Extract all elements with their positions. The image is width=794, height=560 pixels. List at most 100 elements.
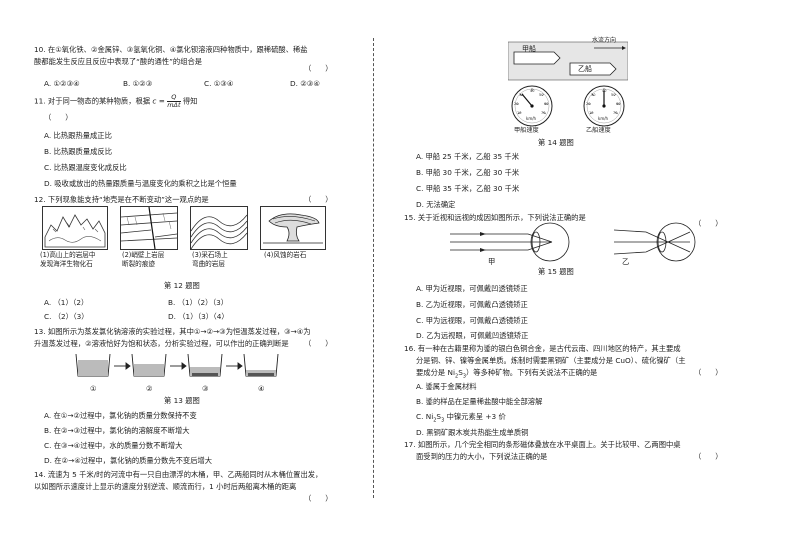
q14-gauge-b-tick-40: 40 — [602, 89, 607, 93]
q10-option-c: C. ①③④ — [204, 79, 234, 88]
q14-gauge-a-tick-20: 20 — [514, 102, 519, 106]
q17-answer-paren: （ ） — [694, 452, 723, 461]
q14-flow-direction-label: 水流方向 — [592, 37, 617, 44]
q17-line2: 面受到的压力的大小，下列说法正确的是 — [416, 452, 548, 461]
q14-gauge-a-tick-50: 50 — [539, 93, 544, 97]
q15-figure-caption: 第 15 题图 — [538, 267, 574, 276]
q15-option-b: B. 乙为近视眼，可佩戴凸透镜矫正 — [416, 300, 528, 309]
q15-eye-a-label: 甲 — [488, 257, 496, 266]
q15-option-c: C. 甲为远视眼，可佩戴凸透镜矫正 — [416, 316, 528, 325]
q11-option-a: A. 比热跟热量成正比 — [44, 131, 112, 140]
q13-option-b: B. 在②→③过程中，氯化钠的溶解度不断增大 — [44, 426, 190, 435]
q16-option-a: A. 鋈属于金属材料 — [416, 382, 477, 391]
q11-formula-lhs: c = — [152, 96, 165, 106]
q14-answer-paren: （ ） — [304, 494, 333, 503]
q14-gauge-b-tick-60: 60 — [616, 102, 621, 106]
q16-line3: 要成分是 Ni2S3）等多种矿物。下列有关说法不正确的是 — [416, 368, 598, 380]
q14-gauge-a-tick-30: 30 — [519, 93, 524, 97]
q14-gauge-a-unit: km/h — [526, 116, 537, 121]
q14-gauge-b-tick-10: 10 — [589, 111, 594, 115]
q13-option-c: C. 在③→④过程中，水的质量分数不断增大 — [44, 441, 183, 450]
q12-option-c: C. （2）（3） — [44, 312, 89, 321]
q11-line1: 11. 对于同一物态的某种物质，根据 c = Q mΔt 得知 — [34, 94, 197, 109]
q14-option-b: B. 甲船 30 千米，乙船 30 千米 — [416, 168, 520, 177]
q10-option-d: D. ②③④ — [290, 79, 320, 88]
q10-option-b: B. ①②③ — [123, 79, 153, 88]
q16-line2: 分是铜、锌、镍等金属单质。炼制时需要黑铜矿（主要成分是 CuO）、硫化镍矿（主 — [416, 356, 686, 365]
q10-option-a: A. ①②③④ — [44, 79, 80, 88]
q14-gauge-a-tick-70: 70 — [541, 111, 546, 115]
q11-text-b: 得知 — [182, 96, 198, 106]
q14-gauge-b-unit: km/h — [598, 116, 609, 121]
q15-eyes-figure — [450, 222, 696, 262]
q12-answer-paren: （ ） — [304, 195, 333, 204]
q12-option-a: A. （1）（2） — [44, 298, 89, 307]
q14-figure-caption: 第 14 题图 — [538, 138, 574, 147]
q13-line2: 升温蒸发过程，②溶液恰好为饱和状态，分析实验过程，可以作出的正确判断是 — [34, 339, 289, 348]
q13-option-d: D. 在②→④过程中，氯化钠的质量分数先不变后增大 — [44, 456, 213, 465]
q14-boat-a-label: 甲船 — [522, 45, 536, 53]
column-divider — [373, 38, 374, 498]
q15-option-d: D. 乙为远视眼，可佩戴凹透镜矫正 — [416, 331, 529, 340]
q14-gauge-b-tick-50: 50 — [611, 93, 616, 97]
q12-figure-caption: 第 12 题图 — [164, 281, 200, 290]
q13-beaker-label-4: ④ — [258, 384, 265, 393]
q14-option-c: C. 甲船 35 千米，乙船 30 千米 — [416, 184, 520, 193]
q12-figure-3-caption: (3)采石场上弯曲的岩层 — [192, 251, 228, 268]
q11-formula-den: mΔt — [167, 101, 181, 109]
q12-line1: 12. 下列现象能支持“地壳是在不断变动”这一观点的是 — [34, 195, 209, 204]
q14-gauge-a-tick-40: 40 — [530, 89, 535, 93]
q11-formula-num: Q — [167, 94, 181, 102]
q16-option-b: B. 鋈的样品在足量稀盐酸中能全部溶解 — [416, 397, 543, 406]
q15-option-a: A. 甲为近视眼，可佩戴凹透镜矫正 — [416, 284, 528, 293]
q13-beaker-label-3: ③ — [202, 384, 209, 393]
q16-option-d: D. 黑铜矿跟木炭共热能生成单质铜 — [416, 428, 529, 437]
q14-boat-b-label: 乙船 — [578, 65, 592, 73]
q16-answer-paren: （ ） — [694, 368, 723, 377]
q12-figure-3-image — [190, 206, 248, 250]
q12-option-b: B. （1）（2）（3） — [168, 298, 229, 307]
q11-option-d: D. 吸收或放出的热量跟质量与温度变化的乘积之比是个恒量 — [44, 179, 237, 188]
q17-line1: 17. 如图所示，几个完全相同的条形磁体叠放在水平桌面上。关于比较甲、乙两图中桌 — [404, 440, 681, 449]
q12-figure-2-caption: (2)峭壁上岩层断裂的痕迹 — [122, 251, 165, 268]
q11-formula: c = Q mΔt — [152, 94, 181, 109]
q13-beaker-label-2: ② — [146, 384, 153, 393]
q14-gauge-a-tick-10: 10 — [517, 111, 522, 115]
q14-option-d: D. 无法确定 — [416, 200, 456, 209]
q12-option-d: D. （1）（3）（4） — [168, 312, 229, 321]
q10-line2: 酸都能发生反应且反应中表现了“酸的通性”的组合是 — [34, 57, 203, 66]
q13-beaker-label-1: ① — [90, 384, 97, 393]
q16-option-c: C. Ni2S3 中镍元素呈 +3 价 — [416, 412, 506, 424]
q12-figure-1-caption: (1)高山上的岩层中发现海洋生物化石 — [40, 251, 96, 268]
q15-eye-b-label: 乙 — [622, 257, 630, 266]
q11-text-a: 11. 对于同一物态的某种物质，根据 — [34, 96, 151, 106]
q16-line1: 16. 有一种在古籍里称为鋈的银白色铜合金，是古代云南、四川地区的特产，其主要成 — [404, 344, 681, 353]
q14-gauge-b-tick-70: 70 — [613, 111, 618, 115]
q14-speedometers — [511, 85, 625, 127]
q14-line1: 14. 流速为 5 千米/时的河流中有一只自由漂浮的木桶，甲、乙两船同时从木桶位… — [34, 470, 323, 479]
q14-gauge-a-tick-60: 60 — [544, 102, 549, 106]
q11-option-b: B. 比热跟质量成反比 — [44, 147, 113, 156]
q14-gauge-b-label: 乙船速度 — [586, 127, 611, 134]
q14-gauge-b-tick-30: 30 — [591, 93, 596, 97]
q13-figure-caption: 第 13 题图 — [164, 396, 200, 405]
q10-line1: 10. 在①氧化铁、②金属锌、③氢氧化铜、④氯化钡溶液四种物质中，跟稀硫酸、稀盐 — [34, 45, 308, 54]
q12-figure-4-caption: (4)风蚀的岩石 — [264, 251, 307, 259]
q14-gauge-a-label: 甲船速度 — [514, 127, 539, 134]
q12-figure-4-image — [260, 206, 326, 250]
q11-answer-paren: （ ） — [44, 113, 73, 122]
q14-line2: 以如图所示速度计上显示的速度分别逆流、顺流而行，1 小时后两船离木桶的距离 — [34, 482, 297, 491]
q12-figure-1-image — [42, 206, 108, 250]
q14-option-a: A. 甲船 25 千米，乙船 35 千米 — [416, 152, 520, 161]
q14-gauge-b-tick-20: 20 — [586, 102, 591, 106]
q15-answer-paren: （ ） — [694, 219, 723, 228]
q13-beakers-figure — [75, 353, 279, 377]
q12-figure-2-image — [120, 206, 178, 250]
q13-line1: 13. 如图所示为蒸发氯化钠溶液的实验过程，其中①→②→③为恒温蒸发过程，③→④… — [34, 327, 311, 336]
q10-answer-paren: （ ） — [304, 64, 333, 73]
q15-line1: 15. 关于近视和远视的成因如图所示，下列说法正确的是 — [404, 213, 586, 222]
q11-option-c: C. 比热跟温度变化成反比 — [44, 163, 127, 172]
q13-option-a: A. 在①→②过程中，氯化钠的质量分数保持不变 — [44, 411, 197, 420]
q13-answer-paren: （ ） — [304, 339, 333, 348]
q14-boats-figure — [508, 41, 628, 81]
